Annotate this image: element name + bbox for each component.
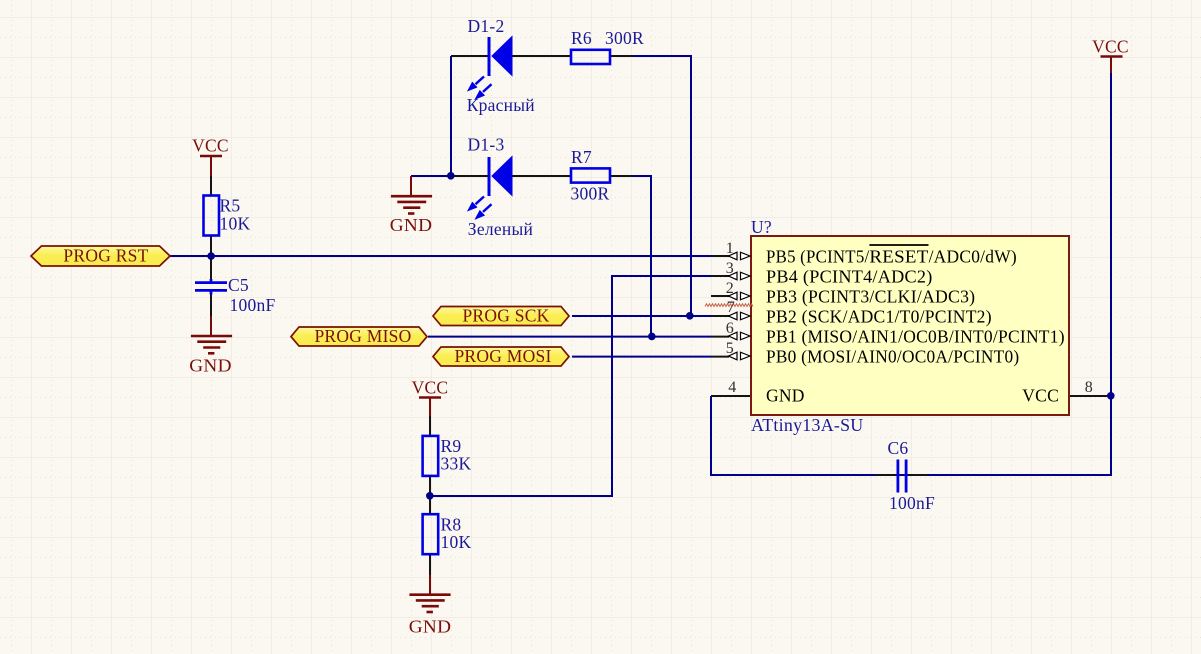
svg-text:100nF: 100nF bbox=[889, 493, 935, 513]
svg-text:ATtiny13A-SU: ATtiny13A-SU bbox=[751, 415, 864, 435]
svg-text:33K: 33K bbox=[441, 454, 472, 474]
svg-text:GND: GND bbox=[766, 386, 805, 406]
svg-text:2: 2 bbox=[726, 280, 734, 297]
svg-text:PB3 (PCINT3/CLKI/ADC3): PB3 (PCINT3/CLKI/ADC3) bbox=[766, 286, 975, 306]
svg-text:PROG RST: PROG RST bbox=[63, 246, 148, 266]
svg-text:C6: C6 bbox=[888, 438, 909, 458]
svg-text:GND: GND bbox=[189, 356, 232, 376]
svg-text:D1-2: D1-2 bbox=[468, 16, 505, 36]
svg-text:10K: 10K bbox=[220, 214, 251, 234]
svg-text:PB2 (SCK/ADC1/T0/PCINT2): PB2 (SCK/ADC1/T0/PCINT2) bbox=[766, 306, 992, 326]
svg-text:PROG SCK: PROG SCK bbox=[462, 306, 549, 326]
svg-text:PB1 (MISO/AIN1/OC0B/INT0/PCINT: PB1 (MISO/AIN1/OC0B/INT0/PCINT1) bbox=[766, 326, 1065, 346]
svg-text:R6: R6 bbox=[571, 28, 592, 48]
svg-text:300R: 300R bbox=[571, 184, 610, 204]
svg-text:VCC: VCC bbox=[1092, 37, 1129, 57]
svg-text:PB0 (MOSI/AIN0/OC0A/PCINT0): PB0 (MOSI/AIN0/OC0A/PCINT0) bbox=[766, 346, 1019, 366]
svg-text:R5: R5 bbox=[220, 196, 241, 216]
svg-text:VCC: VCC bbox=[412, 378, 449, 398]
svg-text:PROG MISO: PROG MISO bbox=[314, 326, 411, 346]
svg-text:Зеленый: Зеленый bbox=[468, 219, 533, 239]
svg-text:4: 4 bbox=[728, 379, 736, 396]
svg-text:PROG MOSI: PROG MOSI bbox=[454, 346, 551, 366]
svg-text:PB4 (PCINT4/ADC2): PB4 (PCINT4/ADC2) bbox=[766, 266, 933, 286]
svg-text:Красный: Красный bbox=[467, 95, 535, 115]
svg-text:3: 3 bbox=[726, 260, 734, 277]
svg-text:10K: 10K bbox=[441, 532, 472, 552]
svg-text:300R: 300R bbox=[605, 28, 644, 48]
svg-text:100nF: 100nF bbox=[230, 295, 276, 315]
svg-text:PB5 (PCINT5/RESET/ADC0/dW): PB5 (PCINT5/RESET/ADC0/dW) bbox=[766, 246, 1017, 266]
svg-text:R8: R8 bbox=[441, 515, 462, 535]
svg-text:R7: R7 bbox=[571, 147, 592, 167]
svg-text:1: 1 bbox=[726, 240, 734, 257]
svg-text:U?: U? bbox=[751, 217, 772, 237]
svg-text:C5: C5 bbox=[228, 275, 249, 295]
svg-text:R9: R9 bbox=[441, 436, 462, 456]
svg-text:VCC: VCC bbox=[1022, 386, 1059, 406]
svg-text:6: 6 bbox=[726, 320, 734, 337]
svg-text:D1-3: D1-3 bbox=[468, 135, 505, 155]
svg-text:VCC: VCC bbox=[192, 136, 229, 156]
svg-text:GND: GND bbox=[390, 215, 433, 235]
svg-text:8: 8 bbox=[1085, 379, 1093, 396]
svg-text:7: 7 bbox=[727, 299, 735, 316]
svg-text:5: 5 bbox=[726, 340, 734, 357]
svg-text:GND: GND bbox=[409, 617, 452, 637]
